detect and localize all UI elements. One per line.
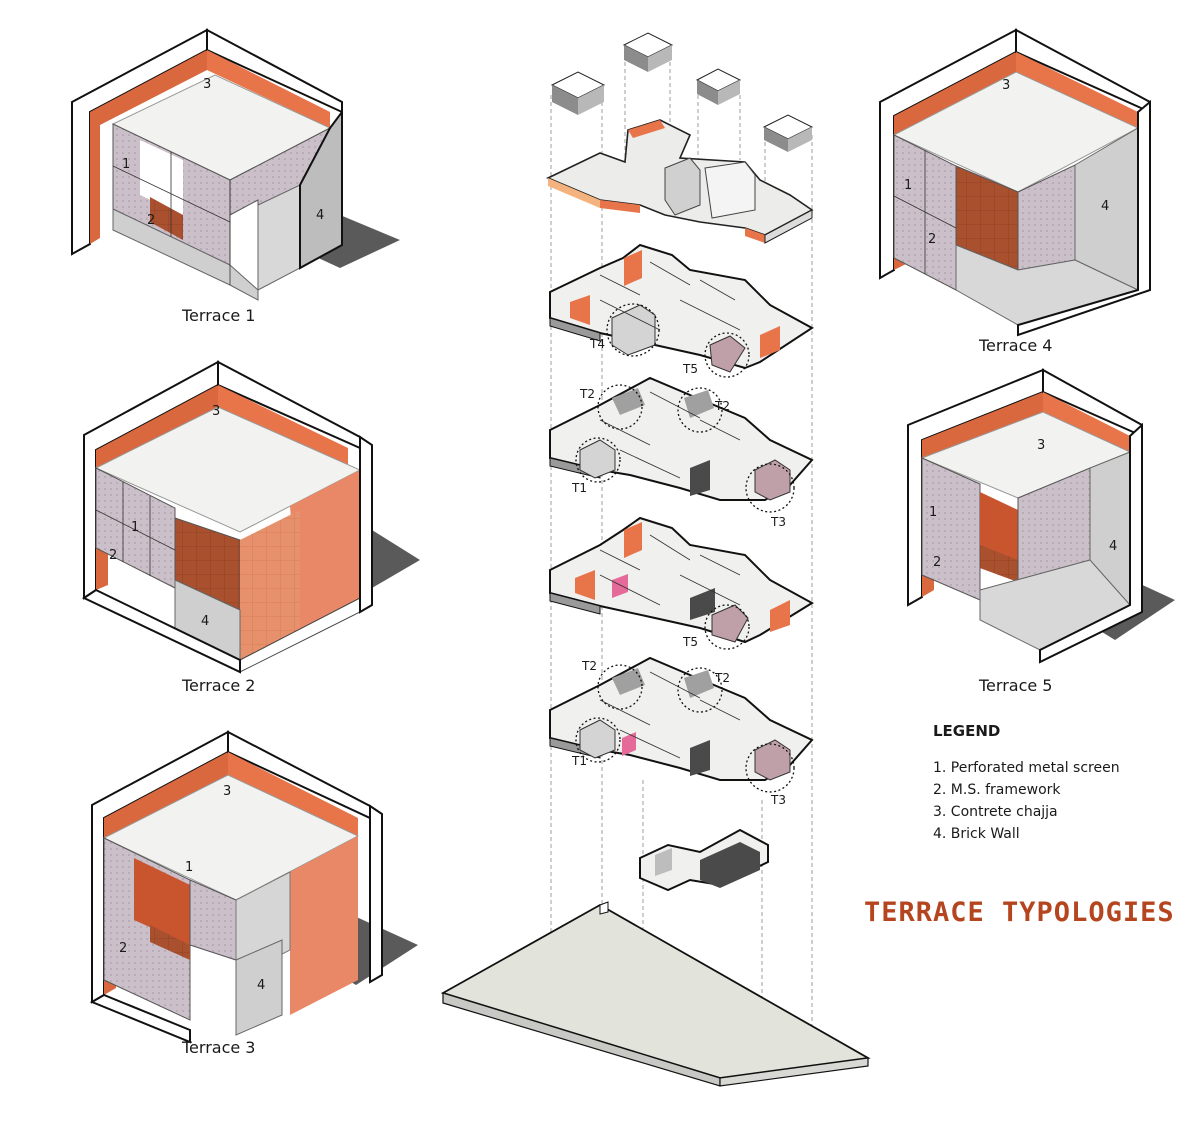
legend-title: LEGEND bbox=[933, 722, 1000, 740]
floor-3-tag-t2-right: T2 bbox=[714, 399, 730, 413]
terrace-4-label-2: 2 bbox=[928, 232, 936, 247]
floor-plate-4 bbox=[549, 243, 814, 378]
terrace-2-caption: Terrace 2 bbox=[181, 676, 255, 695]
main-title: TERRACE TYPOLOGIES bbox=[864, 897, 1175, 928]
terrace-3-label-2: 2 bbox=[119, 941, 127, 956]
terrace-3-label-3: 3 bbox=[223, 784, 231, 799]
floor-3-tag-t1: T1 bbox=[571, 481, 587, 495]
legend-item-1: 1. Perforated metal screen bbox=[933, 760, 1120, 776]
outer-wall-right bbox=[1017, 99, 1151, 337]
terrace-4-label-3: 3 bbox=[1002, 78, 1010, 93]
terrace-floor bbox=[150, 197, 183, 240]
terrace-2-label-2: 2 bbox=[109, 548, 117, 563]
base-edge bbox=[89, 993, 191, 1044]
brick-wall-side bbox=[290, 470, 360, 630]
brick-wall-back-right bbox=[207, 50, 330, 128]
base-edge bbox=[81, 588, 241, 674]
outer-wall-right bbox=[299, 109, 343, 270]
site-plate bbox=[440, 901, 871, 1087]
floor-1-tag-t2-right: T2 bbox=[714, 671, 730, 685]
floor-3-tag-t2-left: T2 bbox=[579, 387, 595, 401]
floor-1-tag-t1: T1 bbox=[571, 754, 587, 768]
perforated-screen bbox=[921, 457, 981, 601]
terrace-4-drawing: 3 1 2 4 bbox=[879, 28, 1151, 337]
legend-item-3: 3. Contrete chajja bbox=[933, 804, 1058, 820]
brick-wall-back-right bbox=[1043, 392, 1130, 452]
terrace-5-label-3: 3 bbox=[1037, 438, 1045, 453]
floor-4-tag-t4: T4 bbox=[589, 337, 605, 351]
floor-2-tag-t5: T5 bbox=[682, 635, 698, 649]
terrace-3-caption: Terrace 3 bbox=[181, 1038, 255, 1057]
terrace-1-label-1: 1 bbox=[122, 157, 130, 172]
terrace-1-label-4: 4 bbox=[316, 208, 324, 223]
brick-wall-back-right bbox=[228, 752, 358, 836]
terrace-5-label-4: 4 bbox=[1109, 539, 1117, 554]
brick-wall-back-right bbox=[1016, 52, 1138, 128]
terrace-5-caption: Terrace 5 bbox=[978, 676, 1052, 695]
ms-frame bbox=[893, 150, 957, 274]
legend-item-2: 2. M.S. framework bbox=[933, 782, 1061, 798]
terrace-3-label-4: 4 bbox=[257, 978, 265, 993]
terrace-4-caption: Terrace 4 bbox=[978, 336, 1052, 355]
terrace-floor bbox=[980, 545, 1018, 582]
terrace-1-label-2: 2 bbox=[147, 213, 155, 228]
terrace-3-drawing: 3 1 2 4 bbox=[89, 730, 418, 1044]
outer-wall-right bbox=[369, 804, 383, 984]
terrace-5-label-1: 1 bbox=[929, 505, 937, 520]
terrace-opening bbox=[134, 858, 190, 945]
outer-wall-right bbox=[1039, 422, 1143, 664]
terrace-1-caption: Terrace 1 bbox=[181, 306, 255, 325]
brick-wall-block bbox=[235, 939, 283, 1036]
ms-frame bbox=[95, 482, 176, 576]
terrace-1-label-3: 3 bbox=[203, 77, 211, 92]
terrace-5-label-2: 2 bbox=[933, 555, 941, 570]
roof-slab bbox=[546, 119, 814, 244]
terrace-floor bbox=[240, 510, 300, 660]
legend: LEGEND 1. Perforated metal screen 2. M.S… bbox=[933, 722, 1120, 842]
brick-wall-back-left bbox=[96, 385, 218, 590]
legend-item-4: 4. Brick Wall bbox=[933, 826, 1020, 842]
brick-wall-back-left bbox=[922, 392, 1043, 597]
terrace-4-label-4: 4 bbox=[1101, 199, 1109, 214]
terrace-2-label-1: 1 bbox=[131, 520, 139, 535]
terrace-floor bbox=[150, 925, 190, 960]
brick-wall-side bbox=[290, 836, 358, 1015]
brick-wall-back-left bbox=[894, 52, 1016, 270]
ground-block bbox=[639, 828, 769, 892]
brick-wall-back-left bbox=[90, 50, 207, 244]
roof-caps bbox=[550, 32, 814, 152]
terrace-2-label-3: 3 bbox=[212, 404, 220, 419]
floor-3-tag-t3: T3 bbox=[770, 515, 786, 529]
outer-wall-right bbox=[359, 435, 373, 614]
floor-plate-2 bbox=[549, 516, 814, 650]
ms-frame bbox=[112, 152, 231, 285]
floor-1-tag-t2-left: T2 bbox=[581, 659, 597, 673]
terrace-4-label-1: 1 bbox=[904, 178, 912, 193]
exploded-axonometric: T4 T5 T2 T2 T1 T3 bbox=[440, 32, 871, 1087]
terrace-3-label-1: 1 bbox=[185, 860, 193, 875]
floor-4-tag-t5: T5 bbox=[682, 362, 698, 376]
terrace-1-drawing: 3 1 2 4 bbox=[71, 28, 400, 301]
floor-plate-3 bbox=[549, 376, 814, 513]
floor-plate-1 bbox=[549, 656, 814, 793]
brick-wall-back-left bbox=[104, 752, 228, 995]
brick-wall-back-right bbox=[218, 385, 348, 470]
screen-opening bbox=[140, 140, 183, 215]
terrace-2-label-4: 4 bbox=[201, 614, 209, 629]
terrace-2-drawing: 3 1 2 4 bbox=[81, 360, 420, 674]
floor-1-tag-t3: T3 bbox=[770, 793, 786, 807]
terrace-5-drawing: 3 1 2 4 bbox=[907, 368, 1175, 664]
